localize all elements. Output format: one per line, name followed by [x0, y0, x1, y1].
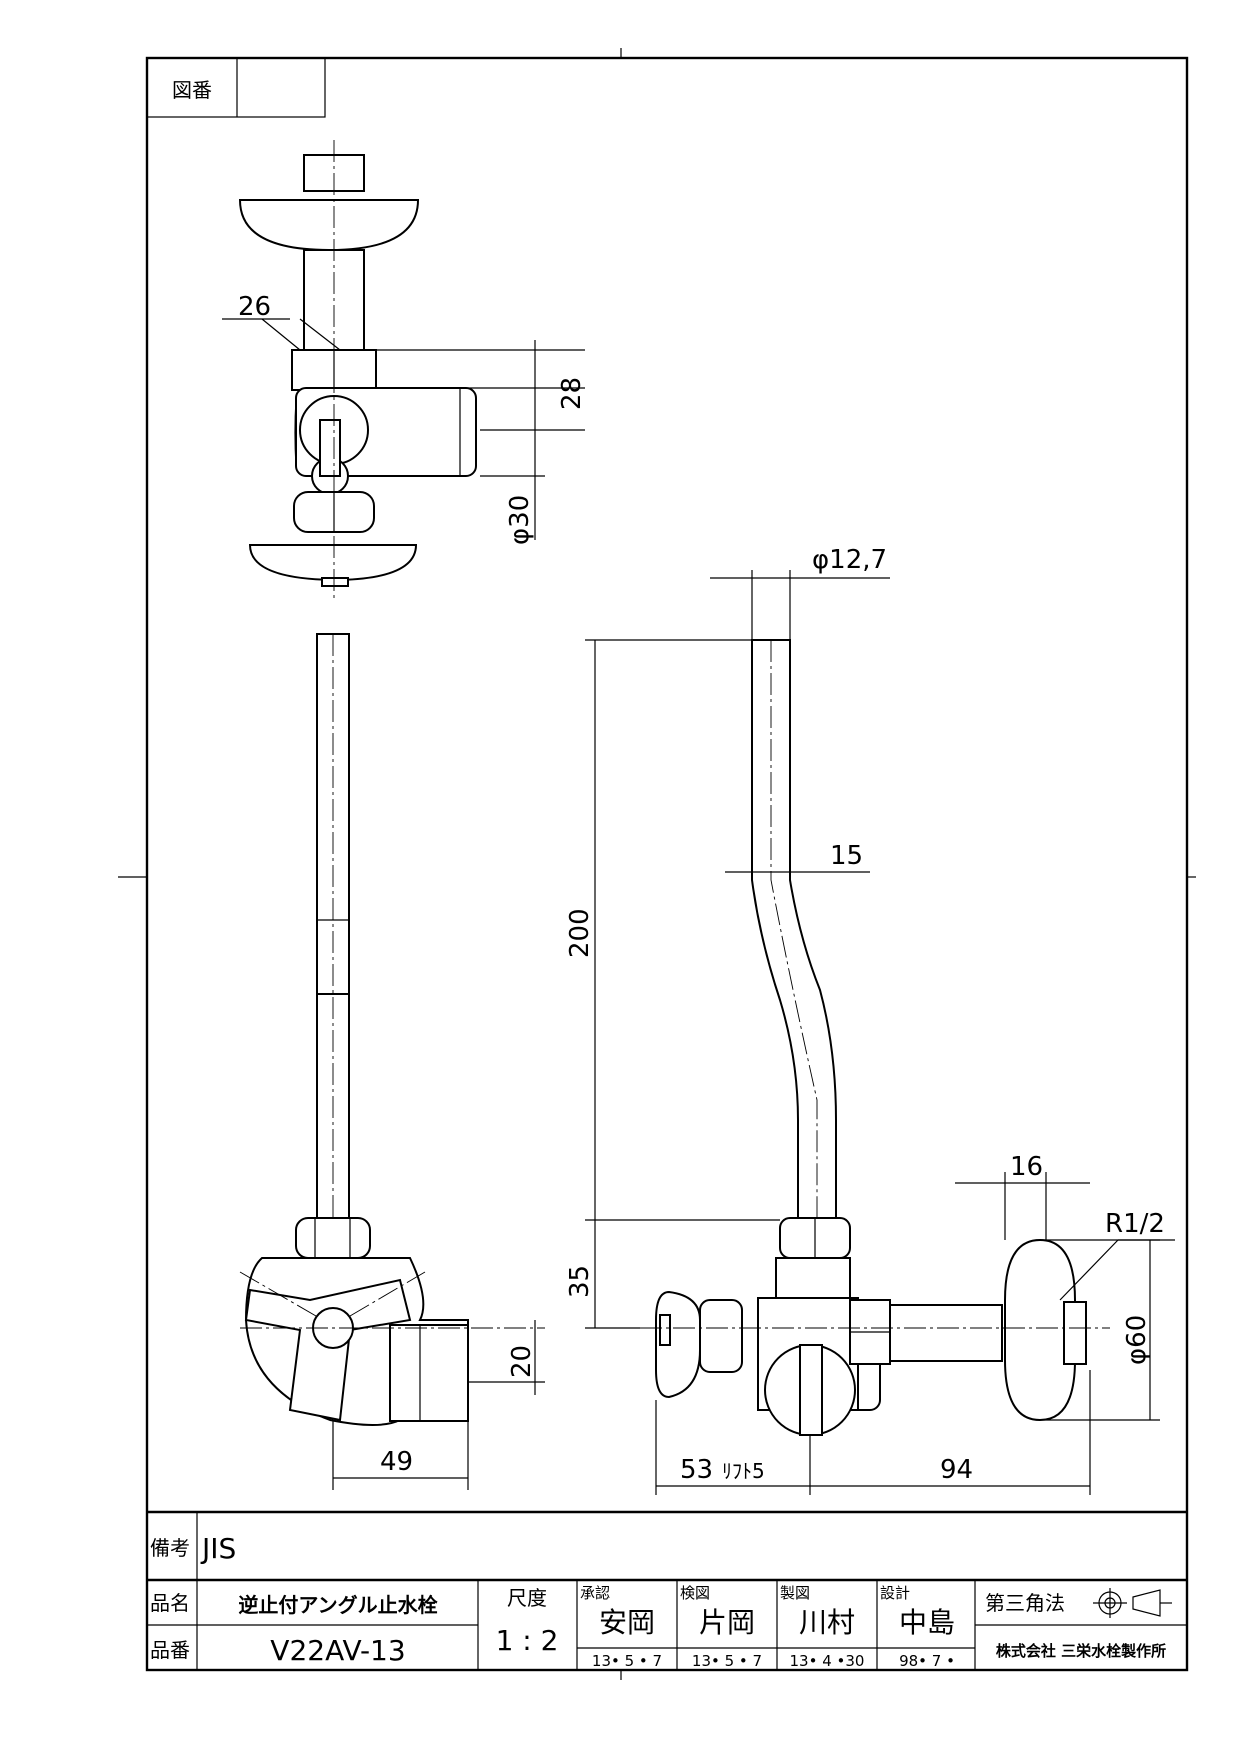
projection-label: 第三角法	[985, 1591, 1065, 1615]
dim-phi60: φ60	[1122, 1315, 1152, 1365]
product-name-label: 品名	[150, 1591, 190, 1615]
dim-phi30: φ30	[505, 495, 535, 545]
dim-28: 28	[557, 377, 587, 410]
dim-26: 26	[238, 292, 271, 322]
side-offset-pipe	[751, 639, 837, 1226]
product-number-label: 品番	[150, 1638, 190, 1662]
front-hex-nut	[295, 1217, 371, 1259]
design-name: 中島	[899, 1606, 955, 1639]
approval-name: 安岡	[599, 1606, 655, 1639]
dim-phi12-7: φ12,7	[812, 545, 887, 575]
dim-lift: ﾘﾌﾄ5	[722, 1459, 765, 1483]
dim-16: 16	[1010, 1152, 1043, 1182]
third-angle-projection-symbol	[1093, 1588, 1172, 1618]
dim-200: 200	[565, 908, 595, 958]
dim-35: 35	[565, 1265, 595, 1298]
approval-label: 承認	[580, 1584, 610, 1602]
remarks-label: 備考	[150, 1536, 190, 1560]
product-number: V22AV-13	[270, 1634, 405, 1667]
dim-53: 53	[680, 1455, 713, 1485]
drawing-number-label: 図番	[172, 78, 212, 102]
drafting-date: 13• 4 •30	[790, 1652, 865, 1670]
dim-r1-2: R1/2	[1105, 1209, 1165, 1239]
side-spindle-hex	[699, 1299, 743, 1373]
check-date: 13• 5 • 7	[692, 1652, 762, 1670]
title-block: 備考 JIS 品名 逆止付アングル止水栓 品番 V22AV-13 尺度 1 : …	[147, 1510, 1187, 1670]
drafting-label: 製図	[780, 1584, 810, 1602]
top-wall-flange	[238, 199, 420, 252]
dim-94: 94	[940, 1455, 973, 1485]
sheet-border	[145, 56, 1189, 1672]
remarks-value: JIS	[200, 1532, 236, 1565]
front-cross-handle	[244, 1278, 412, 1422]
check-label: 検図	[680, 1584, 710, 1602]
side-view: φ12,7 15 200 35 16 R1/2 φ60 53 ﾘﾌﾄ5 94	[565, 545, 1175, 1495]
dim-20: 20	[507, 1345, 537, 1378]
top-view: 26 28 φ30	[222, 140, 587, 600]
drafting-name: 川村	[799, 1606, 855, 1639]
side-r12-thread	[1063, 1301, 1087, 1365]
approval-date: 13• 5 • 7	[592, 1652, 662, 1670]
drawing-number-box: 図番	[146, 57, 326, 118]
side-outlet-pipe	[889, 1304, 1003, 1362]
dim-49: 49	[380, 1447, 413, 1477]
design-label: 設計	[880, 1584, 910, 1602]
front-view: 20 49	[239, 633, 545, 1490]
top-bottom-flange	[248, 544, 418, 582]
scale-value: 1 : 2	[496, 1624, 559, 1657]
check-name: 片岡	[699, 1606, 755, 1639]
dim-15: 15	[830, 841, 863, 871]
product-name: 逆止付アングル止水栓	[238, 1593, 437, 1617]
company-name: 株式会社 三栄水栓製作所	[996, 1642, 1166, 1660]
front-outlet-port	[389, 1324, 469, 1422]
scale-label: 尺度	[507, 1586, 547, 1610]
design-date: 98• 7 •	[899, 1652, 955, 1670]
